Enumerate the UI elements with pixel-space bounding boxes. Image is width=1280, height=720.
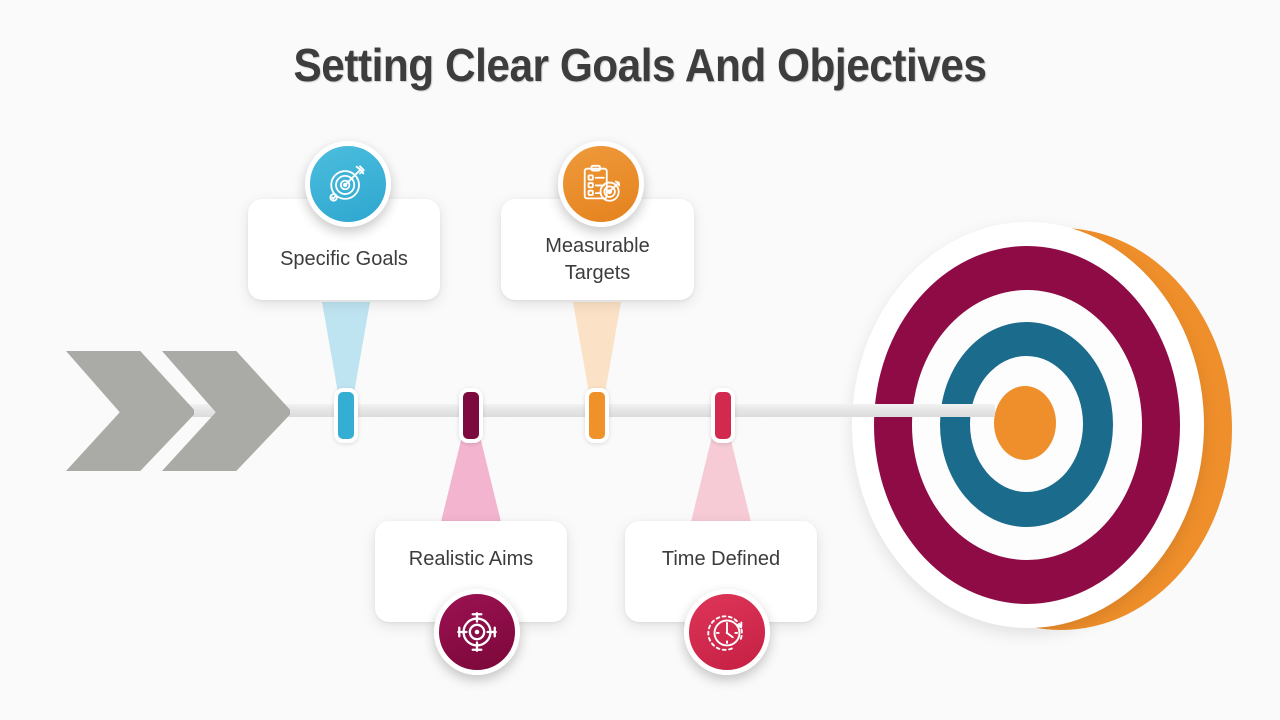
clock-arrow-icon-glyph bbox=[707, 615, 743, 651]
crosshair-target-icon[interactable] bbox=[434, 589, 520, 675]
timeline-marker-realistic-aims[interactable] bbox=[459, 388, 483, 443]
clipboard-checklist-target-icon[interactable] bbox=[558, 141, 644, 227]
card-label-realistic-aims: Realistic Aims bbox=[408, 548, 534, 570]
crosshair-target-icon-glyph bbox=[457, 612, 497, 652]
card-label-specific-goals: Specific Goals bbox=[280, 248, 408, 270]
connector-cone-realistic-aims bbox=[440, 430, 502, 526]
card-realistic-aims[interactable]: Realistic Aims bbox=[375, 521, 567, 622]
card-label-time-defined: Time Defined bbox=[661, 548, 781, 570]
timeline-marker-specific-goals[interactable] bbox=[334, 388, 358, 443]
timeline-marker-time-defined[interactable] bbox=[711, 388, 735, 443]
arrow-fletching-chevron-1 bbox=[66, 351, 194, 471]
card-label-measurable-targets: Measurable Targets bbox=[545, 234, 650, 284]
page-title: Setting Clear Goals And Objectives bbox=[293, 39, 987, 91]
bullseye-target bbox=[852, 214, 1232, 634]
timeline-marker-measurable-targets[interactable] bbox=[585, 388, 609, 443]
target-bullseye-center bbox=[994, 386, 1056, 460]
target-arrow-icon[interactable] bbox=[305, 141, 391, 227]
card-specific-goals[interactable]: Specific Goals bbox=[248, 199, 440, 300]
clock-arrow-icon[interactable] bbox=[684, 589, 770, 675]
target-arrow-icon-glyph bbox=[329, 165, 365, 202]
clipboard-checklist-target-icon-glyph bbox=[583, 164, 621, 202]
arrow-shaft bbox=[150, 404, 995, 417]
connector-cone-time-defined bbox=[690, 430, 752, 526]
